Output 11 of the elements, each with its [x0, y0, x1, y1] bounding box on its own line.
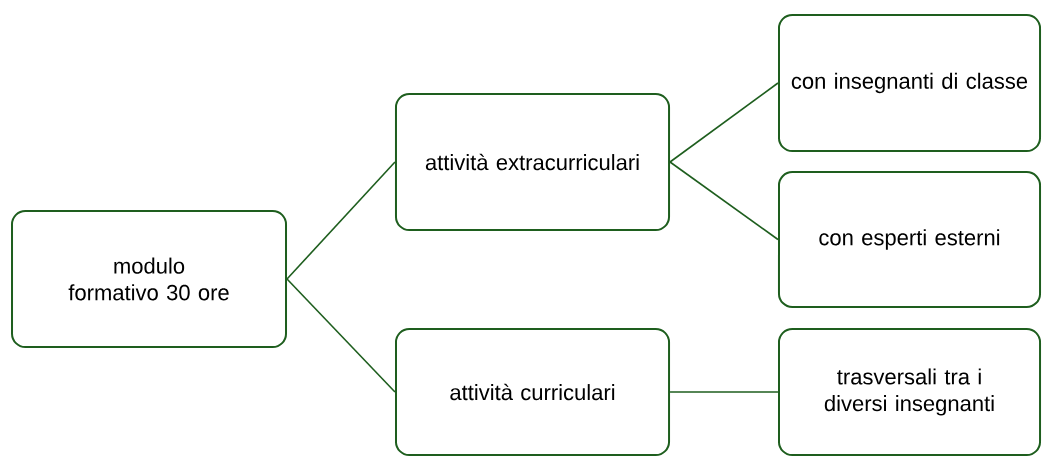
process-box: con insegnanti di classe [778, 14, 1042, 152]
process-box: con esperti esterni [778, 171, 1042, 308]
connector-line [669, 82, 779, 163]
process-box: attività curriculari [395, 328, 671, 456]
connector-line [669, 391, 779, 393]
process-box: modulo formativo 30 ore [11, 210, 287, 348]
process-box: trasversali tra i diversi insegnanti [778, 328, 1042, 456]
process-box: attività extracurriculari [395, 93, 671, 231]
connector-line [286, 278, 396, 393]
connector-line [669, 161, 779, 241]
connector-line [286, 161, 396, 280]
